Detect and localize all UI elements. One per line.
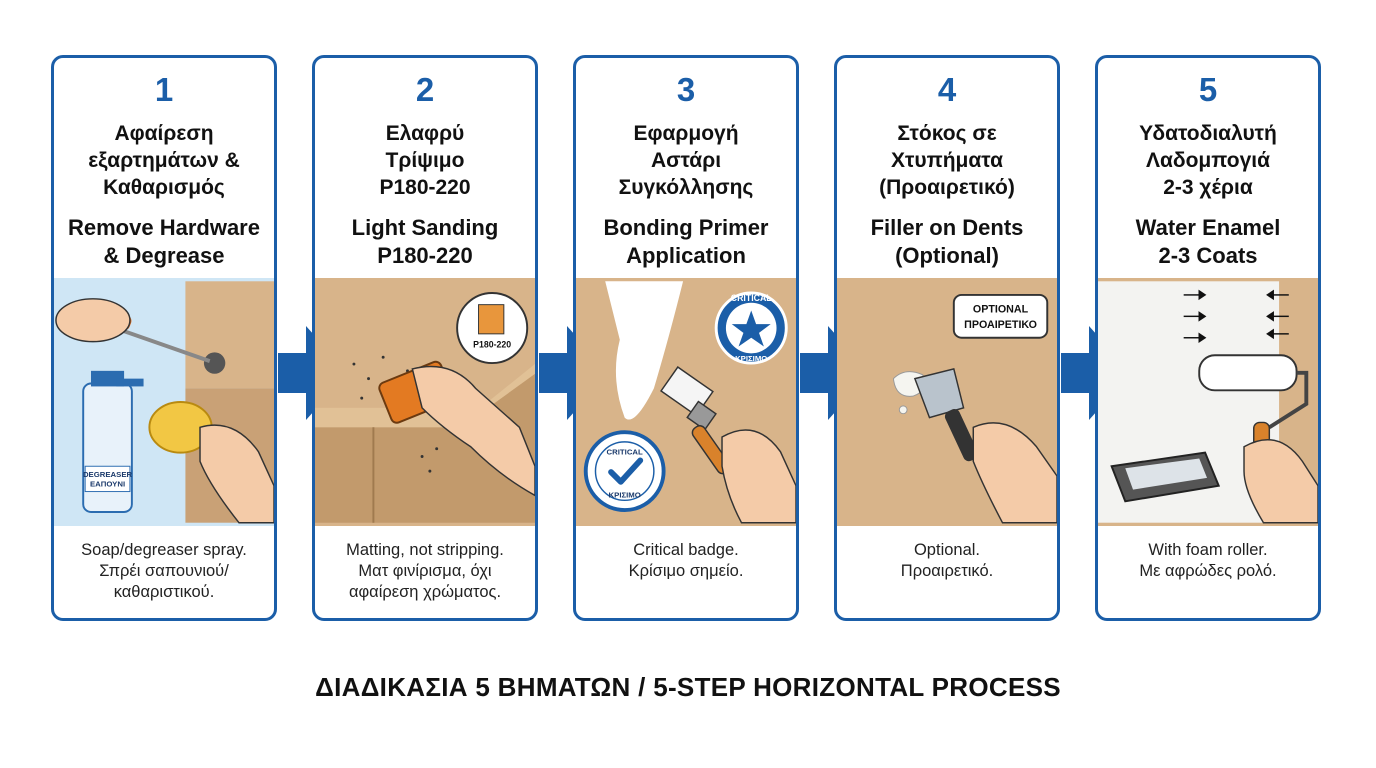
badge-text: CRITICAL [607,448,643,457]
step-caption: Soap/degreaser spray. Σπρέι σαπουνιού/ κ… [81,541,247,601]
putty-knife-icon [913,368,965,419]
filler-illustration: OPTIONAL ΠΡΟΑΙΡΕΤΙΚΟ [892,293,1057,524]
spray-bottle-icon [82,382,133,513]
sandpaper-icon [478,304,505,335]
step-illustration: P180-220 [315,278,535,526]
hand-icon [199,424,274,524]
degrease-illustration: DEGREASER ΕΑΠΟΥΝΙ [55,281,274,524]
step-illustration: DEGREASER ΕΑΠΟΥΝΙ [54,278,274,526]
hand-icon [1243,439,1318,524]
step-caption: Matting, not stripping. Ματ φινίρισμα, ό… [346,541,504,601]
critical-check-badge [583,430,666,512]
step-number: 4 [937,71,957,108]
step-illustration [1098,278,1318,526]
direction-arrows-icon [1183,289,1289,344]
step-number: 2 [415,71,435,108]
grit-label: P180-220 [473,339,511,349]
step-title-greek: Υδατοδιαλυτή Λαδομπογιά 2-3 χέρια [1139,122,1277,199]
hand-icon [972,422,1057,524]
knob-icon [203,352,226,374]
step-card-1: 1 Αφαίρεση εξαρτημάτων & Καθαρισμός Remo… [51,55,277,621]
step-title-english: Light Sanding P180-220 [351,215,499,268]
hand-icon [55,298,131,343]
footer-title: ΔΙΑΔΙΚΑΣΙΑ 5 ΒΗΜΑΤΩΝ / 5-STEP HORIZONTAL… [315,672,1061,702]
step-title-greek: Εφαρμογή Αστάρι Συγκόλλησης [618,122,754,199]
hand-icon [721,429,796,524]
primer-illustration: CRITICAL ΚΡΙΣΙΜΟ CRITICAL ΚΡΙΣΙΜΟ [583,281,796,524]
step-illustration: OPTIONAL ΠΡΟΑΙΡΕΤΙΚΟ [837,278,1057,526]
step-number: 5 [1198,71,1218,108]
tag-text: OPTIONAL [973,303,1029,315]
bottle-label: DEGREASER [83,470,133,479]
step-title-english: Remove Hardware & Degrease [68,215,260,268]
step-caption: Critical badge. Κρίσιμο σημείο. [628,541,744,580]
badge-text-gr: ΚΡΙΣΙΜΟ [735,354,767,363]
step-illustration: CRITICAL ΚΡΙΣΙΜΟ CRITICAL ΚΡΙΣΙΜΟ [576,278,796,526]
sanding-illustration: P180-220 [315,292,535,523]
badge-text-gr: ΚΡΙΣΙΜΟ [609,490,641,499]
star-icon [731,310,771,347]
foam-roller-icon [1198,354,1298,392]
enamel-illustration [1098,281,1318,524]
step-caption: Optional. Προαιρετικό. [900,541,994,580]
hand-icon [411,365,535,497]
step-title-english: Bonding Primer Application [603,215,769,268]
check-icon [608,457,644,485]
step-title-greek: Στόκος σε Χτυπήματα (Προαιρετικό) [879,122,1015,199]
step-number: 3 [676,71,696,108]
step-title-greek: Αφαίρεση εξαρτημάτων & Καθαρισμός [88,122,240,199]
primer-stroke [605,281,684,420]
step-caption: With foam roller. Με αφρώδες ρολό. [1139,541,1277,580]
step-card-5: 5 Υδατοδιαλυτή Λαδομπογιά 2-3 χέρια Wate… [1095,55,1321,621]
step-title-english: Filler on Dents (Optional) [870,215,1024,268]
step-title-english: Water Enamel 2-3 Coats [1135,215,1281,268]
step-card-3: 3 Εφαρμογή Αστάρι Συγκόλλησης Bonding Pr… [573,55,799,621]
tag-text-gr: ΠΡΟΑΙΡΕΤΙΚΟ [964,319,1037,331]
step-card-2: 2 Ελαφρύ Τρίψιμο P180-220 Light Sanding … [312,55,538,621]
badge-text: CRITICAL [731,293,772,303]
bottle-label-gr: ΕΑΠΟΥΝΙ [90,480,125,489]
step-title-greek: Ελαφρύ Τρίψιμο P180-220 [379,122,471,199]
step-card-4: 4 Στόκος σε Χτυπήματα (Προαιρετικό) Fill… [834,55,1060,621]
step-number: 1 [154,71,174,108]
optional-tag [952,293,1049,339]
